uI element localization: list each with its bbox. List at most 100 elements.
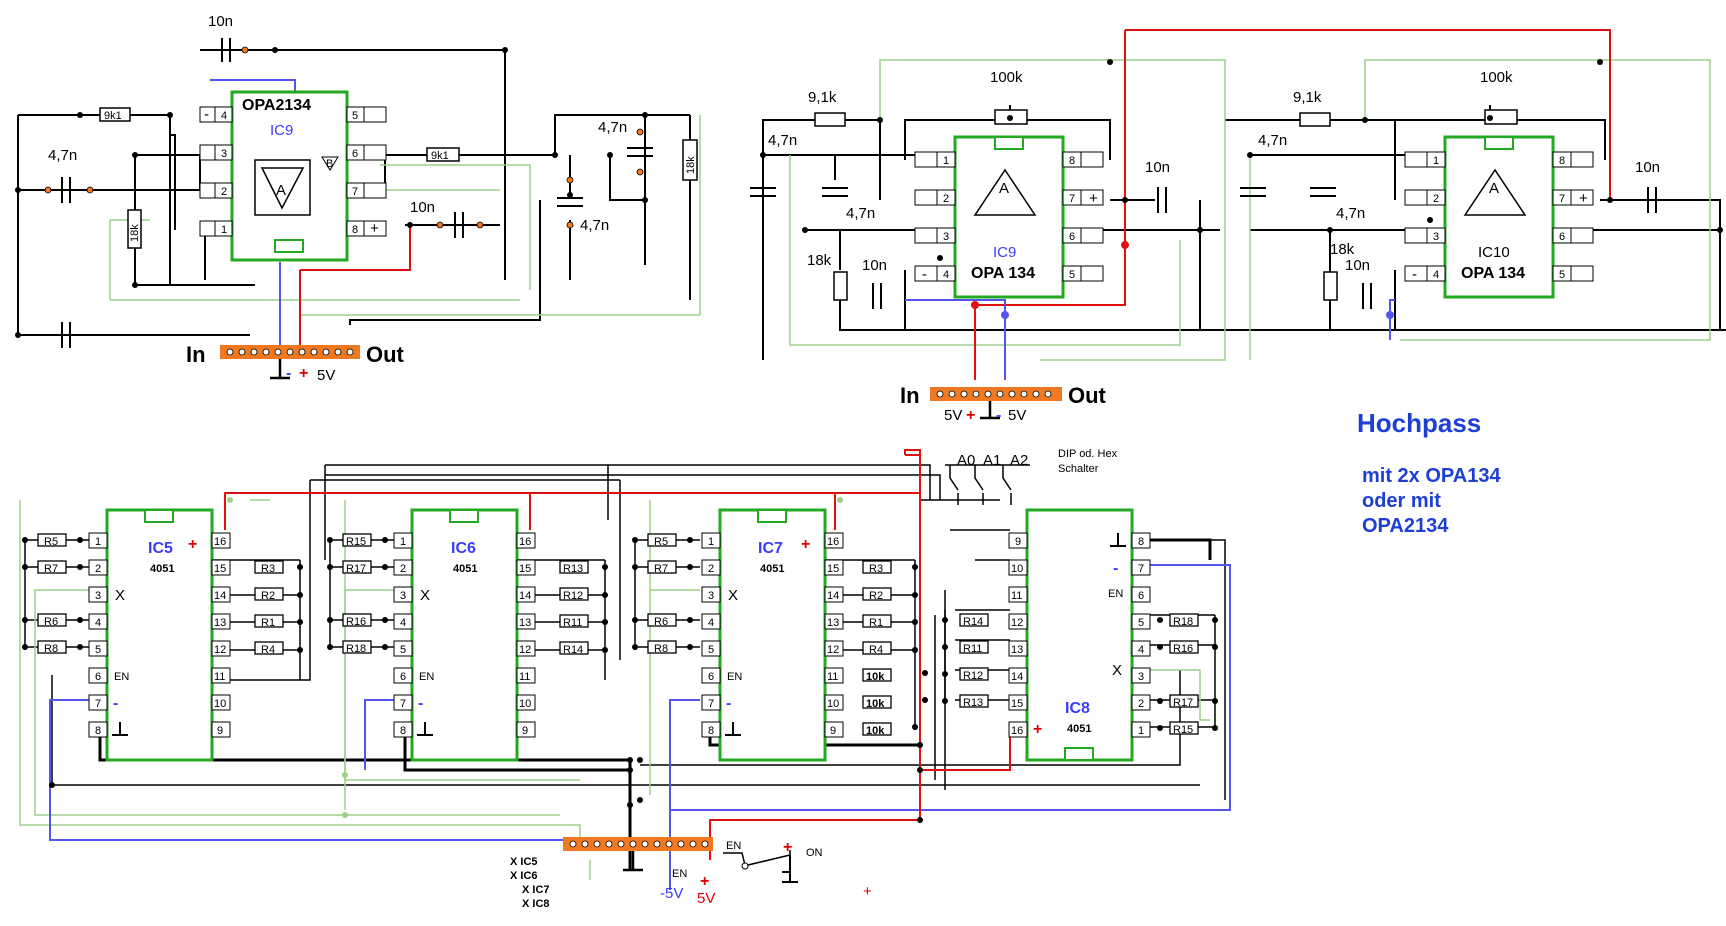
ic8-pin-13: 13 bbox=[1011, 644, 1023, 656]
input-b-label: In bbox=[900, 383, 920, 408]
ic6-pin-16: 16 bbox=[519, 536, 531, 548]
opamp-b-label: B bbox=[326, 158, 333, 170]
ic7-res-10k-1: 10k bbox=[866, 671, 885, 683]
ic5-pin-16: 16 bbox=[214, 536, 226, 548]
ic10-opamp-label: A bbox=[1489, 180, 1499, 197]
ic8-pin-8: 8 bbox=[1138, 536, 1144, 548]
ic7-x-label: X bbox=[728, 587, 738, 604]
ic9a-ref: IC9 bbox=[270, 122, 293, 139]
ic5-minus: - bbox=[113, 695, 118, 712]
ic6-type: 4051 bbox=[453, 563, 477, 575]
ic5-en-label: EN bbox=[114, 671, 129, 683]
switch-note-2: Schalter bbox=[1058, 463, 1099, 475]
title-line-3: OPA2134 bbox=[1362, 515, 1449, 537]
ic10-pin-5: 5 bbox=[1559, 269, 1565, 281]
res-91k-1 bbox=[814, 112, 846, 127]
ic6-res-r14: R14 bbox=[563, 644, 583, 656]
resistor-9k1-a-label: 9k1 bbox=[104, 110, 122, 122]
x-ic5-label: X IC5 bbox=[510, 856, 538, 868]
ic8-pin-4: 4 bbox=[1138, 644, 1144, 656]
ic9a-pin-6: 6 bbox=[352, 148, 358, 160]
ic5-pin-6: 6 bbox=[95, 671, 101, 683]
ic6-pin-8: 8 bbox=[400, 725, 406, 737]
dip-switch[interactable] bbox=[945, 464, 1030, 505]
ic7-pin-9: 9 bbox=[830, 725, 836, 737]
ic9a-pin-1: 1 bbox=[221, 224, 227, 236]
ic5-res-r3: R3 bbox=[261, 563, 275, 575]
ic9b-opamp-symbol bbox=[973, 168, 1037, 216]
ic7-res-r5: R5 bbox=[654, 536, 668, 548]
ic5-pin-13: 13 bbox=[214, 617, 226, 629]
ic10-ref: IC10 bbox=[1478, 244, 1510, 261]
ic7-type: 4051 bbox=[760, 563, 784, 575]
input-a-label: In bbox=[186, 342, 206, 367]
ic5-pin-3: 3 bbox=[95, 590, 101, 602]
ic8-pin-11: 11 bbox=[1011, 590, 1022, 602]
ic8-res-r12: R12 bbox=[963, 670, 983, 682]
pot-100k-2 bbox=[1484, 109, 1518, 125]
ic5-res-r5: R5 bbox=[44, 536, 58, 548]
ic7-res-r8: R8 bbox=[654, 643, 668, 655]
ic9a-pin-4: 4 bbox=[221, 110, 227, 122]
ic9b-pin-8: 8 bbox=[1069, 155, 1075, 167]
ic10-name: OPA 134 bbox=[1461, 265, 1525, 282]
ic10-plus: + bbox=[1579, 190, 1588, 207]
ic6-chip bbox=[410, 508, 519, 762]
ic7-pin-14: 14 bbox=[827, 590, 839, 602]
ic8-pin-6: 6 bbox=[1138, 590, 1144, 602]
ic7-res-r3: R3 bbox=[869, 563, 883, 575]
ic8-pin-12: 12 bbox=[1011, 617, 1023, 629]
ic5-pin-15: 15 bbox=[214, 563, 226, 575]
resistor-9k1-a bbox=[99, 107, 131, 122]
ic7-pin-16: 16 bbox=[827, 536, 839, 548]
ic7-pin-13: 13 bbox=[827, 617, 839, 629]
resistor-9k1-b-label: 9k1 bbox=[431, 150, 449, 162]
ic5-pin-9: 9 bbox=[217, 725, 223, 737]
ic7-res-r7: R7 bbox=[654, 563, 668, 575]
ic7-ground-icon bbox=[725, 722, 741, 736]
ic6-pin-3: 3 bbox=[400, 590, 406, 602]
ic6-res-r18: R18 bbox=[346, 643, 366, 655]
ic7-en-label: EN bbox=[727, 671, 742, 683]
ic7-res-10k-2: 10k bbox=[866, 698, 885, 710]
en-on-switch[interactable] bbox=[723, 850, 798, 883]
title-block: Hochpass mit 2x OPA134 oder mit OPA2134 bbox=[1357, 408, 1501, 537]
ic6-pin-1: 1 bbox=[400, 536, 406, 548]
ic5-ground-icon bbox=[112, 722, 128, 736]
ic9a-pin-7: 7 bbox=[352, 186, 358, 198]
ic8-res-r11: R11 bbox=[963, 643, 982, 655]
res-91k-2 bbox=[1299, 112, 1331, 127]
ic6-pin-4: 4 bbox=[400, 617, 406, 629]
ic8-pin-7: 7 bbox=[1138, 563, 1144, 575]
ic7-pin-1: 1 bbox=[708, 536, 714, 548]
ic10-pin-2: 2 bbox=[1433, 193, 1439, 205]
ic9b-opamp-label: A bbox=[999, 180, 1009, 197]
on-switch-plus: + bbox=[783, 839, 792, 856]
cap-47n-left-label: 4,7n bbox=[48, 147, 77, 164]
ic7-pin-10: 10 bbox=[827, 698, 839, 710]
ic6-x-label: X bbox=[420, 587, 430, 604]
ic7-pin-15: 15 bbox=[827, 563, 839, 575]
ic5-type: 4051 bbox=[150, 563, 174, 575]
ic6-res-r12: R12 bbox=[563, 590, 583, 602]
res-18k-2 bbox=[1323, 271, 1338, 301]
ic8-res-r15: R15 bbox=[1173, 724, 1193, 736]
switch-a0-label: A0 bbox=[957, 452, 975, 469]
opamp-b-symbol bbox=[321, 156, 339, 171]
ic8-chip bbox=[1025, 508, 1134, 762]
circuit-a: 4 3 2 1 5 6 7 8 - + OPA2134 IC9 A B bbox=[15, 13, 701, 384]
ic6-pin-11: 11 bbox=[519, 671, 530, 683]
ic6-pin-9: 9 bbox=[522, 725, 528, 737]
ic9b-pin-2: 2 bbox=[943, 193, 949, 205]
output-a-label: Out bbox=[366, 342, 405, 367]
supply-a-voltage: 5V bbox=[317, 367, 335, 384]
ic7-pin-12: 12 bbox=[827, 644, 839, 656]
res-91k-1-label: 9,1k bbox=[808, 89, 837, 106]
ic6-pin-5: 5 bbox=[400, 644, 406, 656]
ic7-pin-6: 6 bbox=[708, 671, 714, 683]
resistor-18k-a-label: 18k bbox=[129, 224, 141, 242]
res-91k-2-label: 9,1k bbox=[1293, 89, 1322, 106]
ic8-res-r14: R14 bbox=[963, 616, 983, 628]
ic6-pin-6: 6 bbox=[400, 671, 406, 683]
